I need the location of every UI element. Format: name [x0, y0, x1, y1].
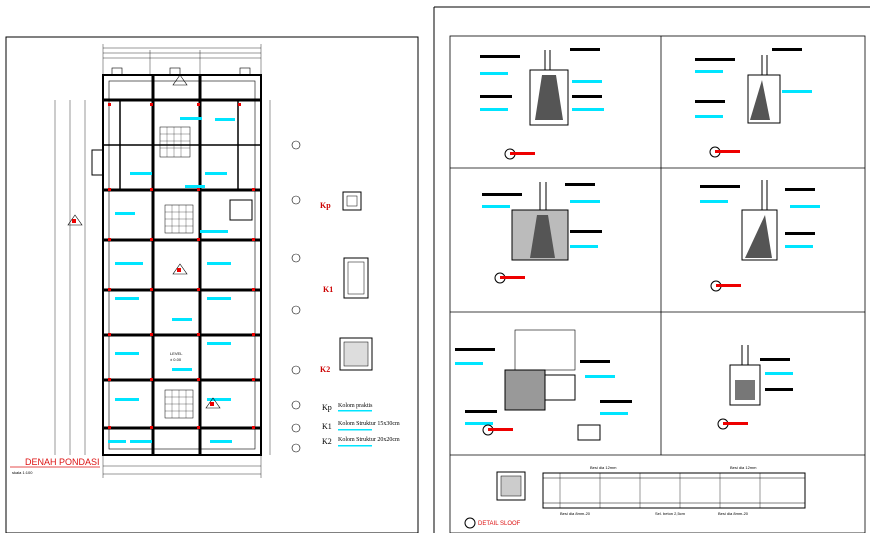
foundation-plan — [54, 44, 271, 478]
legend-kp-text: Kolom praktis — [338, 403, 373, 409]
sloof-bottom-right-label: Besi dia 8mm-20 — [718, 511, 749, 516]
hatch-grid — [160, 127, 193, 418]
column-detail-kp-code: Kp — [320, 201, 331, 210]
legend: Kp Kolom praktis K1 Kolom Struktur 15x30… — [322, 403, 400, 447]
sheet-title-block: DENAH PONDASI skala 1:100 — [10, 457, 100, 475]
foundation-detail-6 — [717, 345, 793, 430]
right-sheet-frame — [449, 35, 866, 533]
column-detail-k1: K1 — [323, 257, 369, 299]
sloof-bottom-left-label: Besi dia 8mm-20 — [560, 511, 591, 516]
column-detail-kp: Kp — [320, 191, 362, 211]
left-sheet: LEVEL ± 0.00 Kp K1 K2 Kp Kolom praktis — [5, 36, 419, 533]
sloof-top-left-label: Besi dia 12mm — [590, 465, 617, 470]
foundation-detail-3 — [482, 182, 602, 284]
sloof-bottom-mid-label: Sel. beton 2,5cm — [655, 511, 686, 516]
foundation-detail-5 — [455, 329, 632, 441]
sheet-title: DENAH PONDASI — [25, 457, 100, 467]
sheet-scale: skala 1:100 — [12, 470, 33, 475]
foundation-detail-1 — [480, 48, 604, 160]
column-detail-k2: K2 — [320, 337, 373, 374]
level-value: ± 0.00 — [170, 357, 182, 362]
annotation-bars — [108, 117, 235, 443]
level-marker-icon — [67, 74, 221, 409]
foundation-detail-4 — [700, 180, 820, 292]
right-sheet: Besi dia 12mm Besi dia 12mm Besi dia 8mm… — [433, 6, 870, 533]
legend-k2-text: Kolom Struktur 20x20cm — [338, 437, 400, 443]
left-sheet-border — [5, 36, 419, 533]
sloof-top-right-label: Besi dia 12mm — [730, 465, 757, 470]
level-label: LEVEL — [170, 351, 183, 356]
sloof-title: DETAIL SLOOF — [478, 521, 521, 527]
sloof-detail: Besi dia 12mm Besi dia 12mm Besi dia 8mm… — [464, 465, 806, 529]
legend-k1-code: K1 — [322, 422, 332, 431]
column-detail-k2-code: K2 — [320, 365, 330, 374]
foundation-detail-2 — [695, 48, 812, 158]
grid-bubbles — [291, 140, 301, 453]
legend-k2-code: K2 — [322, 437, 332, 446]
column-detail-k1-code: K1 — [323, 285, 333, 294]
legend-kp-code: Kp — [322, 403, 332, 412]
legend-k1-text: Kolom Struktur 15x30cm — [338, 421, 400, 427]
column-markers — [108, 103, 255, 429]
